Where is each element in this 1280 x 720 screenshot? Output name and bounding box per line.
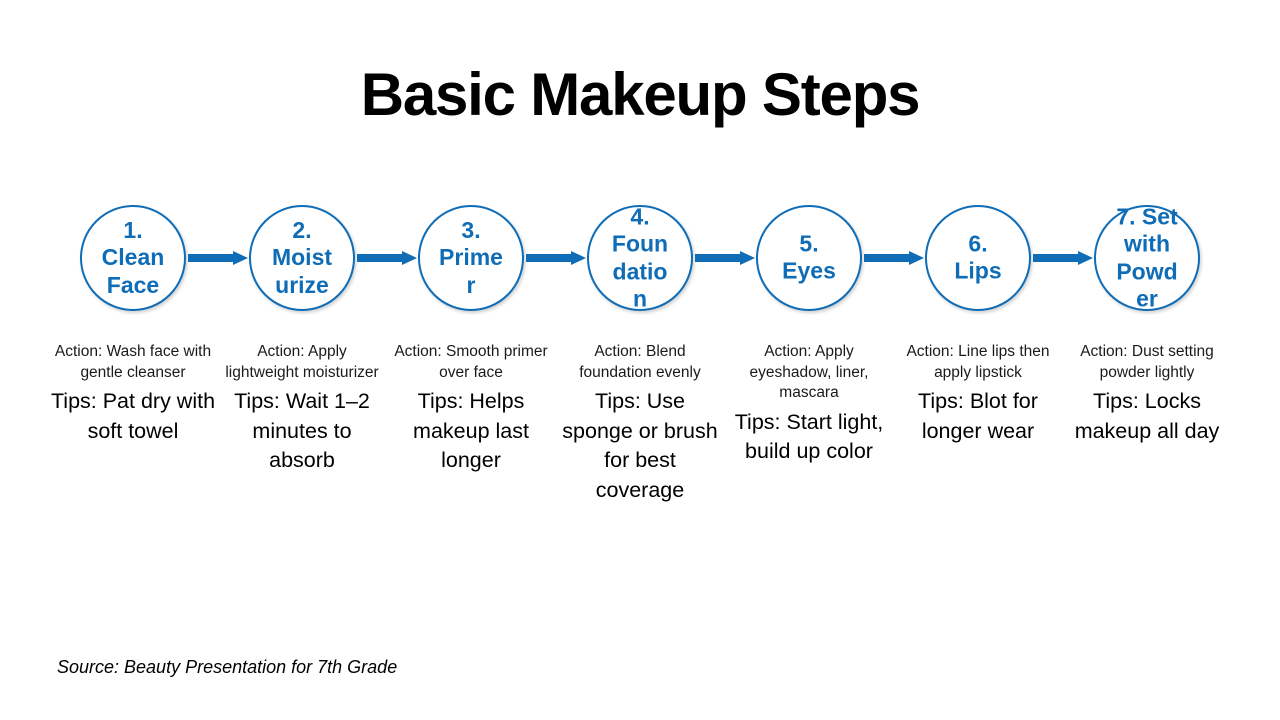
- step-action-text-3: Action: Smooth primer over face: [394, 343, 548, 381]
- step-circle-7[interactable]: [1094, 205, 1200, 311]
- step-circle-1[interactable]: [80, 205, 186, 311]
- step-node-3[interactable]: 3. Primer: [418, 205, 524, 311]
- arrow-shaft: [864, 254, 910, 262]
- arrow-shaft: [526, 254, 572, 262]
- arrow-head: [740, 251, 755, 265]
- step-tip-text-7: Tips: Locks makeup all day: [1074, 389, 1220, 443]
- step-circle-3[interactable]: [418, 205, 524, 311]
- step-tip-text-2: Tips: Wait 1–2 minutes to absorb: [234, 389, 370, 473]
- arrow-right-icon-3: [526, 251, 589, 265]
- step-action-text-1: Action: Wash face with gentle cleanser: [54, 343, 212, 381]
- step-circle-5[interactable]: [756, 205, 862, 311]
- process-flow: 1. Clean Face 2. Moisturize 3. Primer 4. Fo…: [80, 203, 1200, 311]
- step-node-2[interactable]: 2. Moisturize: [249, 205, 355, 311]
- step-tip-text-4: Tips: Use sponge or brush for best cover…: [562, 389, 718, 502]
- arrow-head: [571, 251, 586, 265]
- arrow-head: [233, 251, 248, 265]
- step-tip-text-5: Tips: Start light, build up color: [734, 409, 884, 464]
- step-circle-4[interactable]: [587, 205, 693, 311]
- arrow-right-icon-4: [695, 251, 758, 265]
- source-note: Source: Beauty Presentation for 7th Grad…: [57, 657, 398, 677]
- arrow-head: [402, 251, 417, 265]
- arrow-shaft: [695, 254, 741, 262]
- step-action-text-5: Action: Apply eyeshadow, liner, mascara: [749, 343, 869, 402]
- arrow-right-icon-2: [357, 251, 420, 265]
- step-action-text-6: Action: Line lips then apply lipstick: [906, 343, 1050, 381]
- arrow-right-icon-6: [1033, 251, 1096, 265]
- step-circle-6[interactable]: [925, 205, 1031, 311]
- arrow-shaft: [188, 254, 234, 262]
- arrow-shaft: [357, 254, 403, 262]
- step-tip-text-6: Tips: Blot for longer wear: [918, 389, 1038, 443]
- step-node-7[interactable]: 7. Set with Powder: [1094, 203, 1200, 311]
- page-title: Basic Makeup Steps: [360, 61, 921, 128]
- step-node-1[interactable]: 1. Clean Face: [80, 205, 186, 311]
- arrow-head: [909, 251, 924, 265]
- step-node-5[interactable]: 5. Eyes: [756, 205, 862, 311]
- arrow-right-icon-5: [864, 251, 927, 265]
- step-tip-text-3: Tips: Helps makeup last longer: [413, 389, 529, 473]
- arrow-shaft: [1033, 254, 1079, 262]
- step-node-6[interactable]: 6. Lips: [925, 205, 1031, 311]
- step-node-4[interactable]: 4. Foundation: [587, 203, 693, 311]
- step-action-text-7: Action: Dust setting powder lightly: [1080, 343, 1214, 381]
- step-action-text-4: Action: Blend foundation evenly: [579, 343, 701, 381]
- step-action-text-2: Action: Apply lightweight moisturizer: [225, 343, 379, 381]
- arrow-right-icon-1: [188, 251, 251, 265]
- arrow-head: [1078, 251, 1093, 265]
- step-circle-2[interactable]: [249, 205, 355, 311]
- step-tip-text-1: Tips: Pat dry with soft towel: [50, 389, 216, 443]
